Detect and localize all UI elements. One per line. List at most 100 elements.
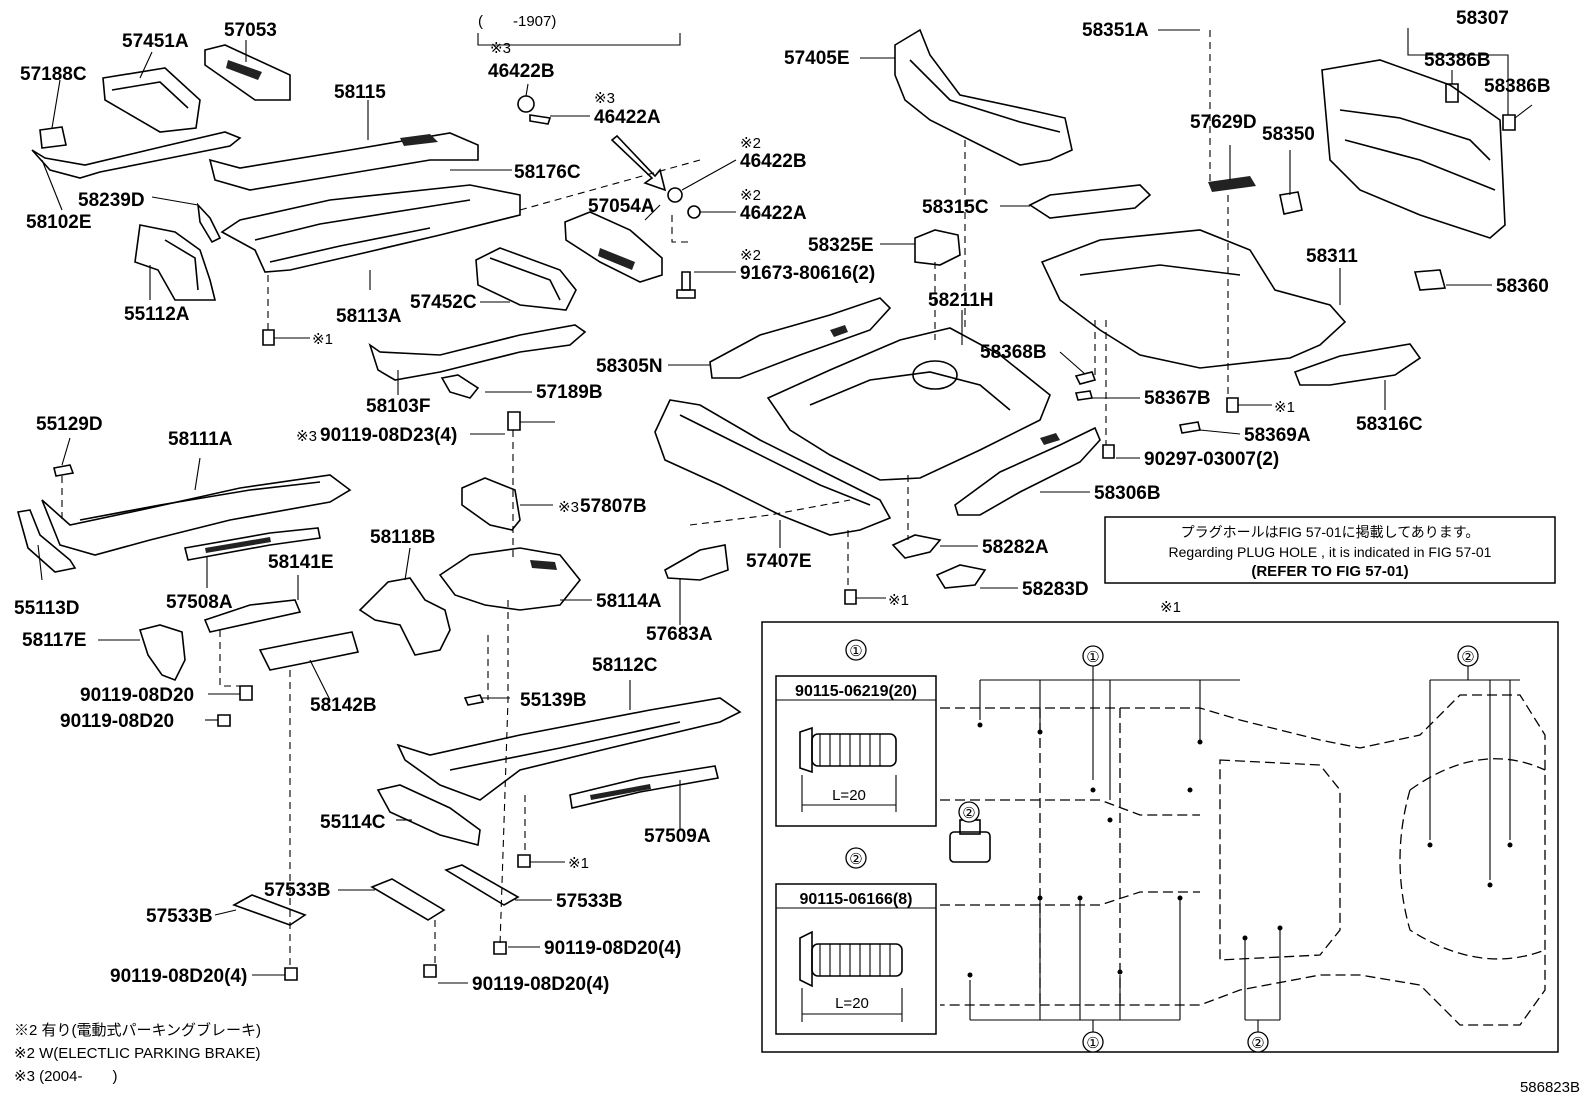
note2-mark-c: ※2 — [740, 247, 761, 264]
label-58176C: 58176C — [514, 162, 581, 183]
label-57452C: 57452C — [410, 292, 477, 313]
label-58283D: 58283D — [1022, 579, 1089, 600]
note3-mark-b: ※3 — [558, 499, 579, 516]
label-57405E: 57405E — [784, 48, 850, 69]
dashed-connectors — [61, 30, 1229, 970]
label-57189B: 57189B — [536, 382, 603, 403]
label-57407E: 57407E — [746, 551, 812, 572]
label-57683A: 57683A — [646, 624, 713, 645]
footnote-years: ※3 (2004- ) — [14, 1068, 117, 1085]
label-57451A: 57451A — [122, 31, 189, 52]
label-58315C: 58315C — [922, 197, 989, 218]
label-90297-03007: 90297-03007(2) — [1144, 449, 1279, 470]
part-drawings — [16, 28, 1516, 981]
fastener2-part: 90115-06166(8) — [800, 891, 913, 908]
label-57533B-c: 57533B — [556, 891, 623, 912]
label-58386B-2: 58386B — [1484, 76, 1551, 97]
note1-mark-d: ※1 — [568, 855, 589, 872]
label-90119-08D20-4-a: 90119-08D20(4) — [544, 938, 681, 959]
label-58118B: 58118B — [370, 527, 436, 548]
label-46422A-1: 46422A — [594, 107, 661, 128]
fastener1-part: 90115-06219(20) — [795, 683, 917, 700]
label-58111A: 58111A — [168, 429, 233, 450]
note1-mark-b: ※1 — [1274, 399, 1295, 416]
label-58368B: 58368B — [980, 342, 1047, 363]
plug-hole-note: プラグホールはFIG 57-01に掲載してあります。 Regarding PLU… — [1104, 516, 1556, 584]
circle-2-bottom: ② — [1251, 1035, 1264, 1052]
label-90119-08D20-b: 90119-08D20 — [60, 711, 174, 732]
plug-note-en: Regarding PLUG HOLE , it is indicated in… — [1169, 544, 1492, 560]
label-57533B-b: 57533B — [146, 906, 213, 927]
label-57054A: 57054A — [588, 196, 655, 217]
footnote-en: ※2 W(ELECTLIC PARKING BRAKE) — [14, 1045, 261, 1062]
label-57807B: 57807B — [580, 496, 647, 517]
label-58117E: 58117E — [22, 630, 86, 651]
label-57053: 57053 — [224, 20, 277, 41]
label-55113D: 55113D — [14, 598, 80, 619]
label-58113A: 58113A — [336, 306, 402, 327]
label-58103F: 58103F — [366, 396, 430, 417]
label-58305N: 58305N — [596, 356, 663, 377]
label-57629D: 57629D — [1190, 112, 1257, 133]
label-58115: 58115 — [334, 82, 386, 103]
label-57509A: 57509A — [644, 826, 711, 847]
note1-mark-c: ※1 — [888, 592, 909, 609]
plug-note-ref: (REFER TO FIG 57-01) — [1251, 563, 1408, 580]
footnote-jp: ※2 有り(電動式パーキングブレーキ) — [14, 1021, 261, 1039]
label-55114C: 55114C — [320, 812, 386, 833]
label-58211H: 58211H — [928, 290, 994, 311]
label-58351A: 58351A — [1082, 20, 1149, 41]
detail-box-title: ※1 — [1160, 599, 1181, 616]
label-90119-08D20-4-c: 90119-08D20(4) — [472, 974, 609, 995]
note2-mark-a: ※2 — [740, 135, 761, 152]
label-58282A: 58282A — [982, 537, 1049, 558]
label-58112C: 58112C — [592, 655, 658, 676]
label-58360: 58360 — [1496, 276, 1549, 297]
label-90119-08D20-a: 90119-08D20 — [80, 685, 194, 706]
label-58369A: 58369A — [1244, 425, 1311, 446]
footnotes: ※2 有り(電動式パーキングブレーキ) ※2 W(ELECTLIC PARKIN… — [14, 1021, 261, 1085]
label-57533B-a: 57533B — [264, 880, 331, 901]
label-58386B-1: 58386B — [1424, 50, 1491, 71]
leader-lines — [37, 28, 1533, 984]
range-bracket-label: ( -1907) — [478, 13, 556, 30]
part-labels: 57451A 57053 57188C 58115 58102E 58239D … — [14, 8, 1551, 995]
label-57188C: 57188C — [20, 64, 87, 85]
label-58311: 58311 — [1306, 246, 1358, 267]
circle-1-bottom: ① — [1086, 1035, 1099, 1052]
label-90119-08D23: 90119-08D23(4) — [320, 425, 457, 446]
label-57508A: 57508A — [166, 592, 233, 613]
diagram-id: 586823B — [1520, 1079, 1580, 1096]
fastener1-clip-icon — [799, 726, 897, 812]
fastener2-length: L=20 — [835, 995, 869, 1012]
circle-2-top: ② — [1461, 649, 1474, 666]
plug-note-jp: プラグホールはFIG 57-01に掲載してあります。 — [1181, 524, 1480, 540]
fastener1-number: ① — [849, 643, 862, 660]
label-91673-80616: 91673-80616(2) — [740, 263, 875, 284]
note2-mark-b: ※2 — [740, 187, 761, 204]
note3-mark-d: ※3 — [594, 90, 615, 107]
label-46422A-2: 46422A — [740, 203, 807, 224]
label-58306B: 58306B — [1094, 483, 1161, 504]
label-58307: 58307 — [1456, 8, 1509, 29]
fastener2-clip-icon — [799, 930, 903, 1022]
label-58102E: 58102E — [26, 212, 92, 233]
label-46422B-2: 46422B — [740, 151, 807, 172]
label-58350: 58350 — [1262, 124, 1315, 145]
label-58141E: 58141E — [268, 552, 334, 573]
label-55129D: 55129D — [36, 414, 103, 435]
label-58325E: 58325E — [808, 235, 874, 256]
note3-mark-c: ※3 — [490, 40, 511, 57]
fastener1-length: L=20 — [832, 787, 866, 804]
note3-mark-a: ※3 — [296, 428, 317, 445]
label-55112A: 55112A — [124, 304, 190, 325]
label-58142B: 58142B — [310, 695, 377, 716]
label-58114A: 58114A — [596, 591, 662, 612]
circle-2-left: ② — [962, 805, 975, 822]
note1-mark-a: ※1 — [312, 331, 333, 348]
label-58316C: 58316C — [1356, 414, 1423, 435]
label-55139B: 55139B — [520, 690, 587, 711]
label-90119-08D20-4-b: 90119-08D20(4) — [110, 966, 247, 987]
label-46422B-1: 46422B — [488, 61, 555, 82]
label-58239D: 58239D — [78, 190, 145, 211]
